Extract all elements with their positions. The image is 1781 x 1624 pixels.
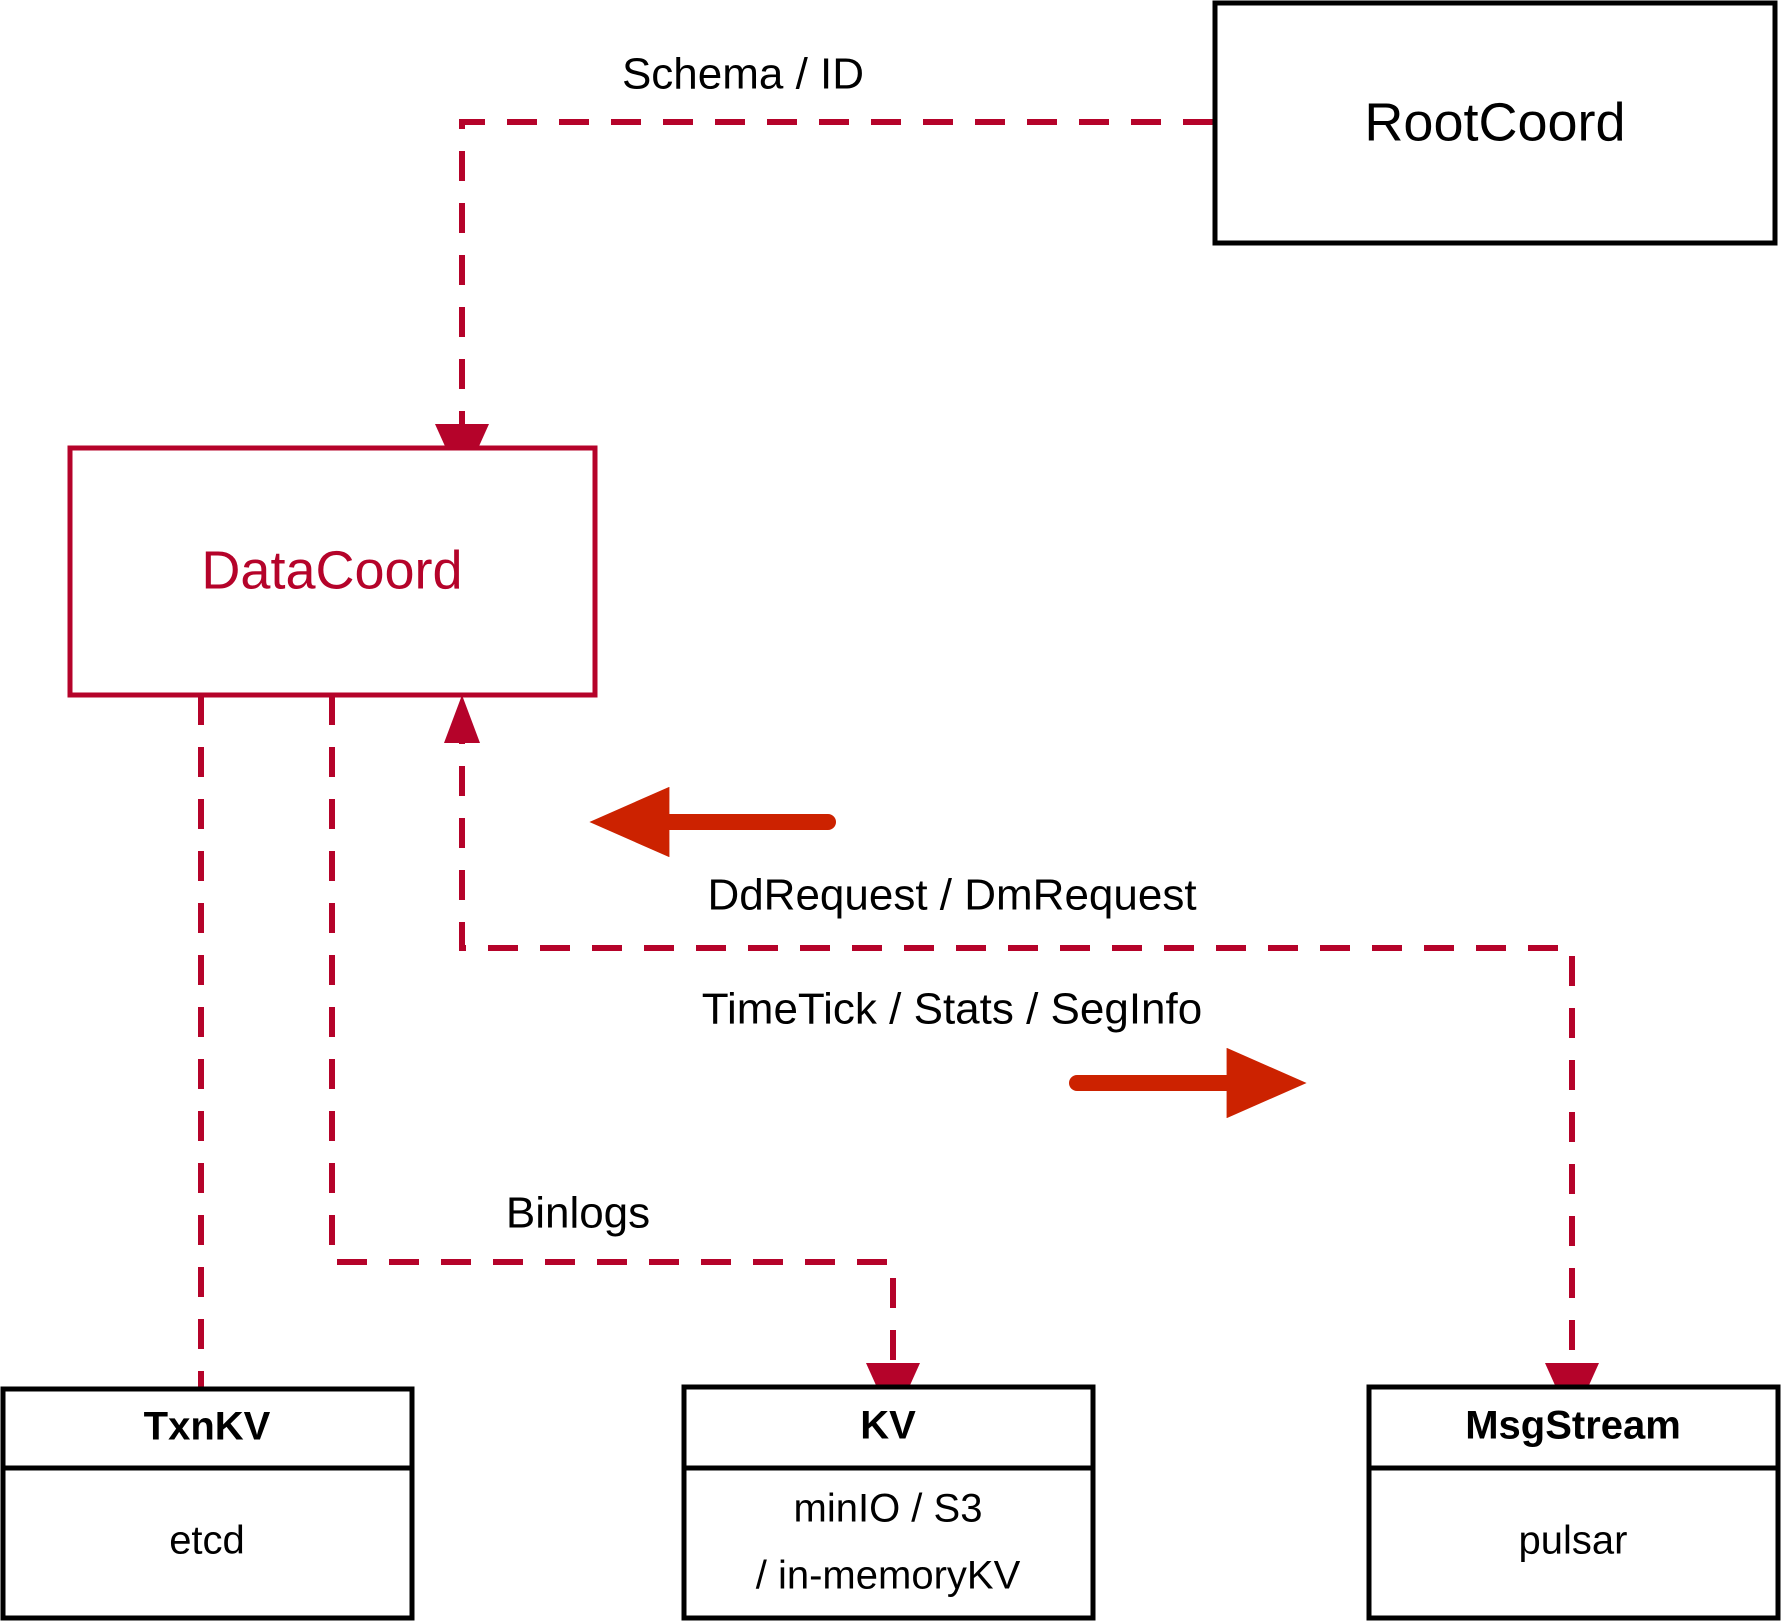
node-kv-subtitle-line1: minIO / S3 bbox=[794, 1487, 983, 1531]
node-txnkv-rect[interactable] bbox=[0, 1386, 415, 1621]
node-kv-subtitle-line2: / in-memoryKV bbox=[756, 1554, 1021, 1598]
edge-schema-id bbox=[435, 119, 1213, 484]
edge-msgstream-up-arrowhead bbox=[444, 695, 480, 743]
node-kv-title: KV bbox=[860, 1404, 916, 1448]
node-rootcoord-rect[interactable] bbox=[1212, 0, 1778, 246]
edge-label-timetick-stats-seginfo: TimeTick / Stats / SegInfo bbox=[702, 985, 1202, 1034]
node-kv-rect[interactable] bbox=[681, 1384, 1096, 1621]
node-msgstream-title: MsgStream bbox=[1465, 1404, 1681, 1448]
node-rootcoord-label: RootCoord bbox=[1364, 92, 1625, 152]
node-kv[interactable]: KV minIO / S3 / in-memoryKV bbox=[681, 1384, 1096, 1621]
edge-label-binlogs: Binlogs bbox=[506, 1189, 650, 1238]
edge-msgstream-channel bbox=[444, 695, 1599, 1423]
node-msgstream-subtitle: pulsar bbox=[1519, 1519, 1628, 1563]
node-msgstream-rect[interactable] bbox=[1366, 1384, 1781, 1621]
edge-binlogs bbox=[329, 695, 920, 1423]
edge-binlogs-path bbox=[329, 695, 920, 1423]
node-txnkv-subtitle: etcd bbox=[169, 1519, 245, 1563]
node-rootcoord[interactable]: RootCoord bbox=[1212, 0, 1778, 246]
edge-msgstream-path bbox=[459, 714, 1599, 1423]
node-datacoord-label: DataCoord bbox=[201, 540, 462, 600]
node-msgstream[interactable]: MsgStream pulsar bbox=[1366, 1384, 1781, 1621]
edge-label-dd-dm-request: DdRequest / DmRequest bbox=[707, 871, 1196, 920]
node-datacoord[interactable]: DataCoord bbox=[67, 445, 598, 698]
edge-label-schema-id: Schema / ID bbox=[622, 50, 864, 99]
node-datacoord-rect[interactable] bbox=[67, 445, 598, 698]
node-txnkv-title: TxnKV bbox=[144, 1405, 271, 1449]
node-txnkv[interactable]: TxnKV etcd bbox=[0, 1386, 415, 1621]
edge-schema-id-path bbox=[435, 119, 1213, 484]
